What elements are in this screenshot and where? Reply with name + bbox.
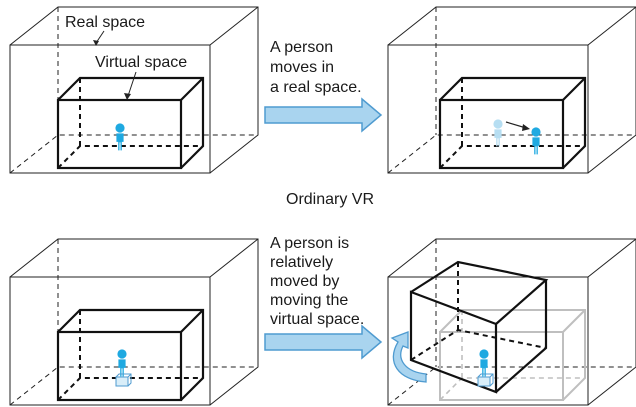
real-space-label: Real space bbox=[65, 14, 145, 31]
real-space-leader-head bbox=[93, 40, 99, 46]
arrow-text-bottom: A person is relatively moved by moving t… bbox=[270, 235, 364, 328]
arrow-text-bottom-line-3: moved by bbox=[270, 273, 339, 290]
virtual-space-box-previous bbox=[439, 309, 586, 401]
person-ghost-icon bbox=[493, 119, 503, 147]
platform-icon bbox=[477, 373, 494, 387]
caption-ordinary-vr: Ordinary VR bbox=[286, 191, 374, 208]
platform-icon bbox=[115, 373, 132, 387]
virtual-space-label: Virtual space bbox=[95, 54, 187, 71]
arrow-text-top: A person moves in a real space. bbox=[270, 39, 362, 96]
arrow-text-top-line-2: moves in bbox=[270, 59, 334, 76]
real-space-box bbox=[9, 6, 259, 174]
real-space-box bbox=[9, 238, 259, 406]
panel-bottom-left bbox=[9, 238, 259, 406]
transition-arrow-bottom bbox=[264, 324, 383, 360]
arrow-text-bottom-line-1: A person is bbox=[270, 235, 349, 252]
person-icon bbox=[531, 127, 541, 155]
arrow-text-top-line-1: A person bbox=[270, 39, 333, 56]
arrow-text-bottom-line-2: relatively bbox=[270, 254, 333, 271]
person-icon bbox=[479, 349, 489, 377]
virtual-space-box-moved bbox=[409, 260, 549, 394]
virtual-space-box bbox=[56, 308, 205, 402]
transition-arrow-top bbox=[264, 97, 383, 133]
panel-top-left: Real space Virtual space bbox=[9, 6, 259, 174]
panel-bottom-right bbox=[387, 238, 636, 406]
real-space-box bbox=[387, 6, 636, 174]
virtual-space-box bbox=[56, 76, 205, 170]
movement-arrow-head bbox=[522, 124, 530, 131]
person-icon bbox=[117, 349, 127, 377]
virtual-space-box bbox=[438, 76, 587, 170]
panel-top-right bbox=[387, 6, 636, 174]
arrow-text-bottom-line-5: virtual space. bbox=[270, 311, 364, 328]
virtual-space-leader-head bbox=[124, 93, 131, 100]
arrow-text-bottom-line-4: moving the bbox=[270, 292, 348, 309]
arrow-text-top-line-3: a real space. bbox=[270, 79, 362, 96]
rotation-arrow-icon bbox=[390, 331, 427, 383]
virtual-space-leader bbox=[127, 71, 137, 97]
